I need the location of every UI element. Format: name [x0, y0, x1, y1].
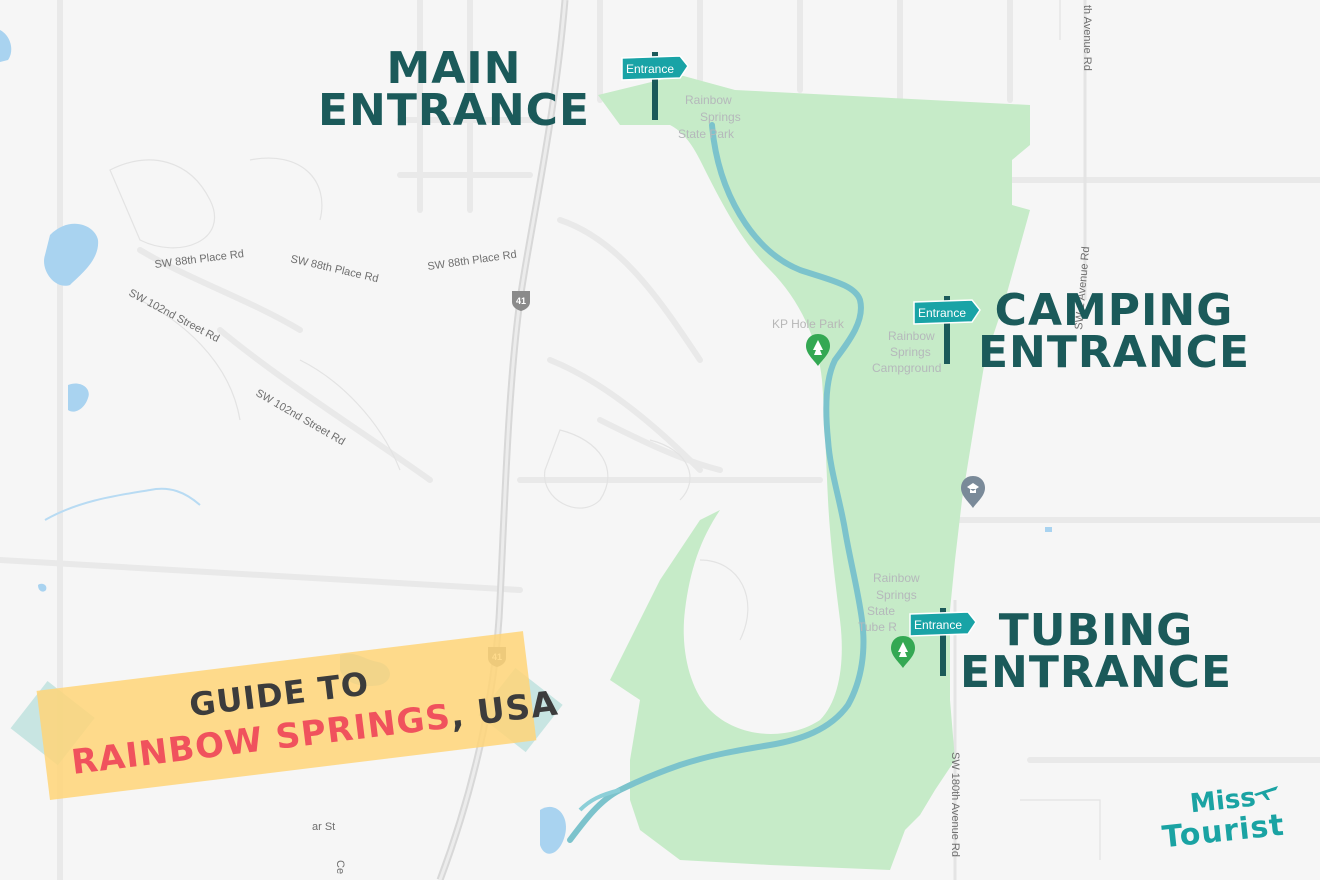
road-label-sw88-3: SW 88th Place Rd [427, 249, 518, 273]
road-label-ave-top: th Avenue Rd [1081, 5, 1093, 71]
street-outlines [109, 0, 1101, 860]
road-label-bottom-st: ar St [312, 821, 335, 833]
stream [44, 487, 201, 521]
tubing-entrance-label-line2: ENTRANCE [960, 646, 1232, 698]
main-entrance-sign-text: Entrance [626, 62, 674, 76]
park-pin-icon[interactable] [806, 334, 830, 366]
tubing-entrance-sign-text: Entrance [914, 618, 962, 632]
main-entrance-label-line2: ENTRANCE [318, 84, 590, 136]
road-label-sw88-1: SW 88th Place Rd [154, 248, 245, 271]
miss-tourist-logo: Miss Tourist [1160, 780, 1290, 860]
park-label-line3: State Park [678, 127, 735, 141]
camping-entrance-label: CAMPING ENTRANCE [978, 285, 1250, 378]
park-label-line2: Springs [700, 110, 741, 124]
us41-shield-icon: 41 [512, 291, 530, 311]
kp-hole-park-label: KP Hole Park [772, 317, 845, 331]
tube-pin-icon[interactable] [891, 636, 915, 668]
us41-shield-text: 41 [516, 296, 526, 306]
tubing-entrance-sign-icon[interactable]: Entrance [909, 608, 977, 676]
road-label-sw102-1: SW 102nd Street Rd [127, 287, 222, 345]
tube-label-line3: State [867, 604, 895, 618]
camping-entrance-label-line1: CAMPING [994, 285, 1234, 336]
park-label-line1: Rainbow [685, 93, 732, 107]
road-label-sw102-2: SW 102nd Street Rd [254, 387, 347, 448]
tube-label-line1: Rainbow [873, 571, 920, 585]
road-label-bottom-ce: Ce [334, 860, 346, 874]
tube-label: Rainbow Springs State Tube R [858, 571, 920, 634]
tubing-entrance-label: TUBING ENTRANCE [960, 605, 1232, 698]
state-park-area [598, 75, 1030, 870]
road-label-sw180: SW 180th Avenue Rd [949, 752, 961, 857]
logo-line2: Tourist [1160, 807, 1287, 856]
park-label: Rainbow Springs State Park [678, 93, 741, 141]
campground-label: Rainbow Springs Campground [872, 329, 941, 375]
camping-entrance-sign-text: Entrance [918, 306, 966, 320]
campground-label-line3: Campground [872, 361, 941, 375]
main-entrance-label: MAIN ENTRANCE [318, 43, 590, 136]
rainbow-river [567, 122, 867, 843]
airplane-icon [1254, 786, 1278, 800]
camping-entrance-label-line2: ENTRANCE [978, 326, 1250, 378]
road-label-sw88-2: SW 88th Place Rd [289, 253, 379, 285]
main-entrance-sign-icon[interactable]: Entrance [621, 52, 689, 120]
camping-entrance-sign-icon[interactable]: Entrance [913, 296, 981, 364]
tubing-entrance-label-line1: TUBING [998, 605, 1194, 656]
school-pin-icon[interactable] [961, 476, 985, 508]
tube-label-line4: Tube R [858, 620, 897, 634]
campground-label-line1: Rainbow [888, 329, 935, 343]
main-entrance-label-line1: MAIN [386, 43, 522, 94]
campground-label-line2: Springs [890, 345, 931, 359]
tube-label-line2: Springs [876, 588, 917, 602]
